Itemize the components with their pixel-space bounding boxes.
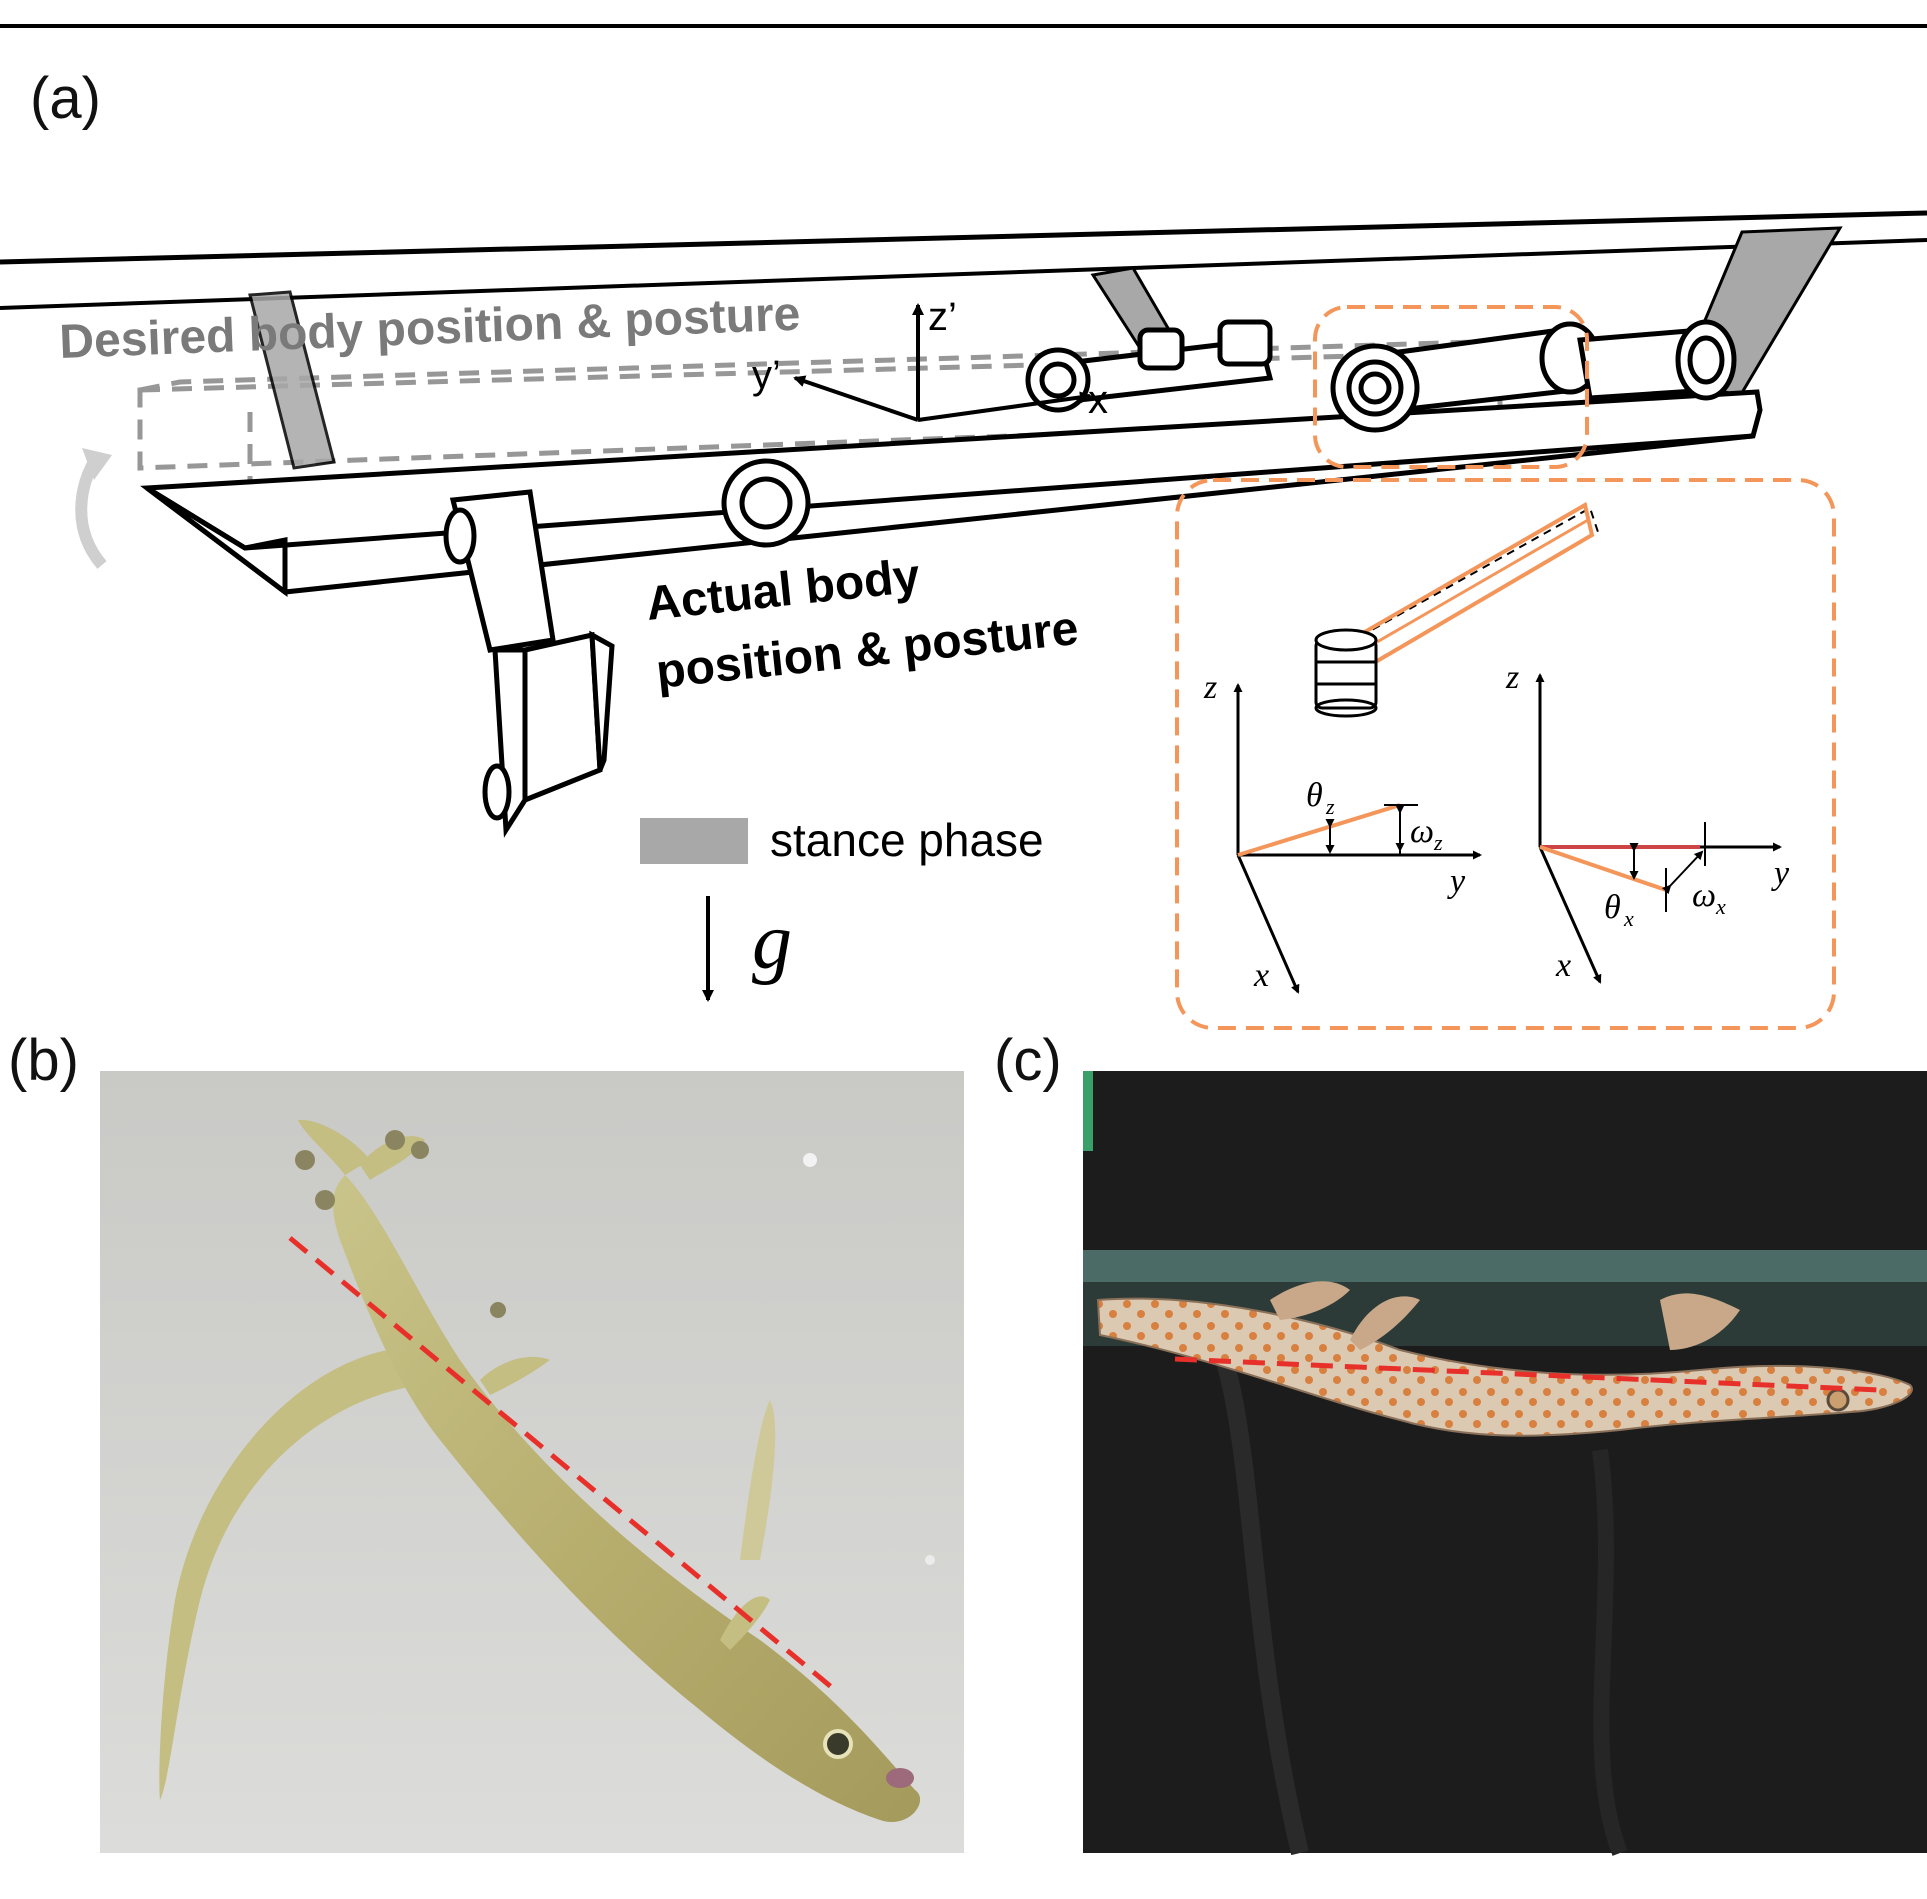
left-plot-theta-sub: z bbox=[1325, 794, 1335, 819]
panel-b-label: (b) bbox=[8, 1028, 79, 1093]
desired-label: Desired body position & posture bbox=[58, 288, 801, 369]
left-plot-omega: ω bbox=[1410, 813, 1434, 850]
rotation-arrow bbox=[75, 448, 112, 569]
right-plot-omega: ω bbox=[1692, 877, 1716, 914]
right-plot-angle bbox=[1539, 822, 1706, 912]
red-dashed-axis-b bbox=[288, 1236, 837, 1692]
red-dashed-axis-c bbox=[1174, 1356, 1881, 1393]
panel-c-label: (c) bbox=[994, 1028, 1062, 1093]
left-plot-omega-sub: z bbox=[1433, 830, 1443, 855]
stance-legend-label: stance phase bbox=[770, 814, 1044, 866]
inset-box bbox=[1175, 478, 1836, 1030]
stance-leg-left bbox=[248, 290, 336, 470]
ceiling-plane bbox=[0, 210, 1927, 310]
right-plot-x-label: x bbox=[1555, 947, 1571, 984]
frame-x-label: x bbox=[1088, 378, 1108, 422]
gecko-b-silhouette bbox=[159, 1119, 921, 1823]
frame-z-label: z’ bbox=[928, 295, 957, 339]
left-plot-x-label: x bbox=[1253, 957, 1269, 994]
beam-illustration bbox=[1314, 501, 1600, 718]
left-plot-angle bbox=[1237, 803, 1418, 857]
photo-b bbox=[100, 1071, 964, 1853]
body-joint-center bbox=[721, 458, 811, 548]
right-plot-z-label: z bbox=[1505, 659, 1519, 696]
frame-y-label: y’ bbox=[752, 353, 781, 397]
left-plot-z-label: z bbox=[1203, 669, 1217, 706]
body-frame-axes bbox=[793, 303, 1092, 422]
left-plot-axes bbox=[1233, 683, 1482, 994]
right-plot-omega-sub: x bbox=[1715, 894, 1726, 919]
left-plot-theta: θ bbox=[1306, 777, 1323, 814]
left-plot-y-label: y bbox=[1447, 863, 1466, 900]
right-plot-theta: θ bbox=[1604, 889, 1621, 926]
gecko-c-silhouette bbox=[1096, 1281, 1913, 1437]
right-plot-theta-sub: x bbox=[1623, 906, 1634, 931]
photo-c bbox=[1083, 1071, 1927, 1856]
panel-a-label: (a) bbox=[30, 66, 101, 131]
right-plot-y-label: y bbox=[1771, 855, 1790, 892]
gravity-symbol: g bbox=[752, 898, 792, 986]
swing-leg bbox=[443, 489, 615, 838]
right-plot-axes bbox=[1535, 673, 1782, 984]
highlight-box-joint bbox=[1313, 305, 1589, 469]
actual-label-line1: Actual body bbox=[644, 549, 923, 630]
upper-linkage bbox=[1025, 319, 1737, 433]
stance-legend-swatch bbox=[640, 818, 748, 864]
